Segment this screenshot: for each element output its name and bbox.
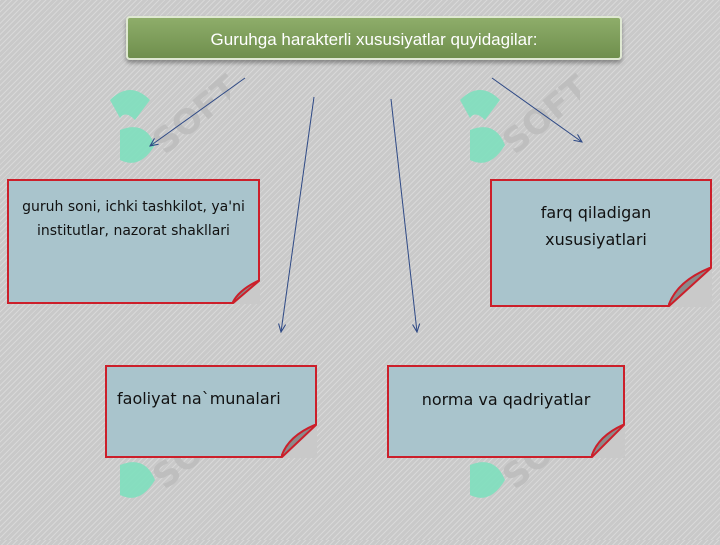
note-norma-text: norma va qadriyatlar: [421, 390, 591, 409]
note-guruh: guruh soni, ichki tashkilot, ya'ni insti…: [7, 179, 260, 304]
note-guruh-text: guruh soni, ichki tashkilot, ya'ni insti…: [22, 199, 245, 239]
arrow-to-faoliyat: [281, 96, 315, 332]
page-curl-icon: [668, 267, 712, 307]
note-faoliyat-text: faoliyat na`munalari: [117, 389, 281, 408]
page-curl-icon: [232, 280, 260, 304]
slide-title: Guruhga harakterli xususiyatlar quyidagi…: [126, 16, 622, 60]
note-faoliyat: faoliyat na`munalari: [105, 365, 317, 458]
arrow-to-guruh: [150, 77, 246, 146]
watermark-logo: SOFT: [460, 67, 580, 163]
arrow-to-farq: [491, 77, 582, 142]
note-norma: norma va qadriyatlar: [387, 365, 625, 458]
arrow-to-norma: [390, 98, 417, 332]
page-curl-icon: [281, 424, 317, 458]
note-farq: farq qiladigan xususiyatlari: [490, 179, 712, 307]
page-curl-icon: [591, 424, 625, 458]
watermark-logo: SOFT: [110, 67, 230, 163]
note-farq-text: farq qiladigan xususiyatlari: [540, 203, 652, 249]
